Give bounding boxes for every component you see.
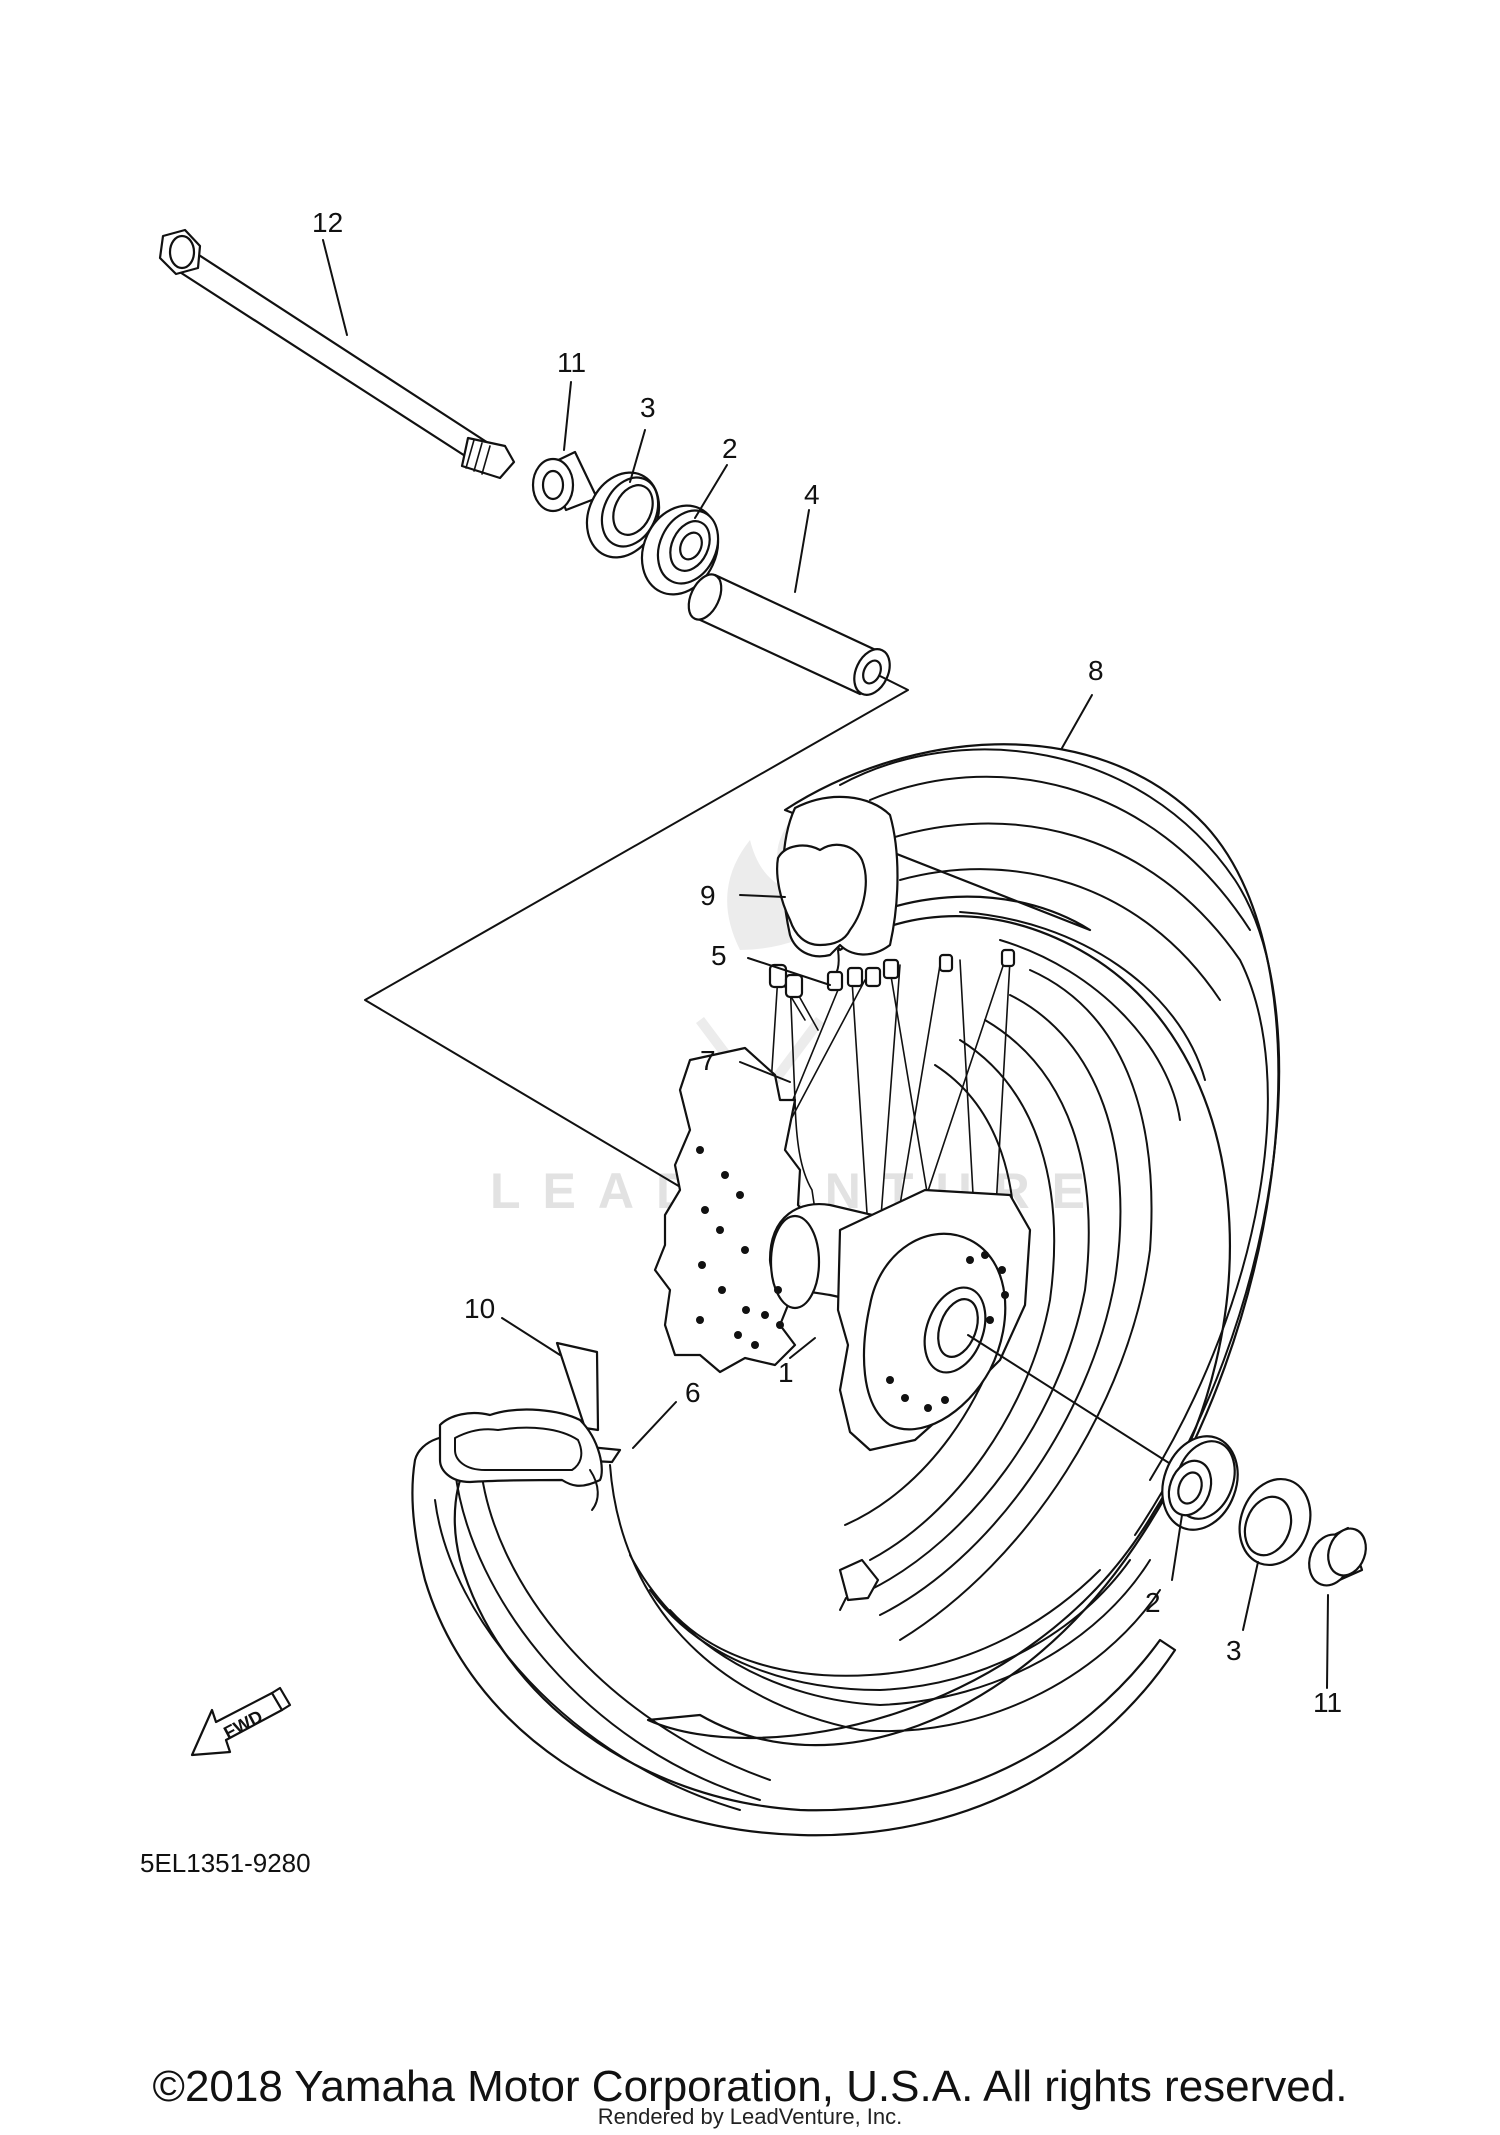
callout-7: 7 — [700, 1045, 716, 1076]
part-code: 5EL1351-9280 — [140, 1848, 311, 1878]
callout-9: 9 — [700, 880, 716, 911]
callout-10: 10 — [464, 1293, 495, 1324]
bearing-part-lower — [1161, 1435, 1239, 1531]
callout-4: 4 — [804, 479, 820, 510]
leader-lines — [322, 239, 1329, 1689]
fwd-arrow-icon: FWD — [190, 1686, 292, 1757]
callout-labels: 12 11 3 2 4 8 9 5 7 10 1 6 2 3 11 — [312, 207, 1342, 1718]
callout-12: 12 — [312, 207, 343, 238]
collar-part — [687, 573, 891, 696]
rendered-by-notice: Rendered by LeadVenture, Inc. — [597, 2104, 903, 2129]
spacer-part-upper — [531, 450, 599, 513]
tube-part-lower — [438, 1341, 603, 1511]
bearing-part-upper — [640, 504, 720, 596]
rim-part — [411, 1435, 1177, 1837]
callout-8: 8 — [1088, 655, 1104, 686]
callout-11-lower: 11 — [1313, 1687, 1342, 1718]
oil-seal-part-upper — [585, 471, 661, 559]
callout-11: 11 — [557, 347, 586, 378]
hub-part — [653, 1046, 1181, 1471]
callout-2-lower: 2 — [1145, 1587, 1161, 1618]
copyright-notice: ©2018 Yamaha Motor Corporation, U.S.A. A… — [152, 2062, 1348, 2111]
assembly-guide-line — [364, 675, 909, 1189]
oil-seal-part-lower — [1238, 1477, 1312, 1567]
axle-part — [158, 228, 516, 480]
callout-3-lower: 3 — [1226, 1635, 1242, 1666]
tire-part — [646, 743, 1281, 1747]
callout-5: 5 — [711, 940, 727, 971]
callout-6: 6 — [685, 1377, 701, 1408]
callout-2: 2 — [722, 433, 738, 464]
callout-3: 3 — [640, 392, 656, 423]
spacer-part-lower — [1308, 1526, 1367, 1587]
spoke-nipples-part — [768, 948, 1016, 999]
tube-part-upper — [776, 795, 899, 981]
callout-1: 1 — [778, 1357, 794, 1388]
